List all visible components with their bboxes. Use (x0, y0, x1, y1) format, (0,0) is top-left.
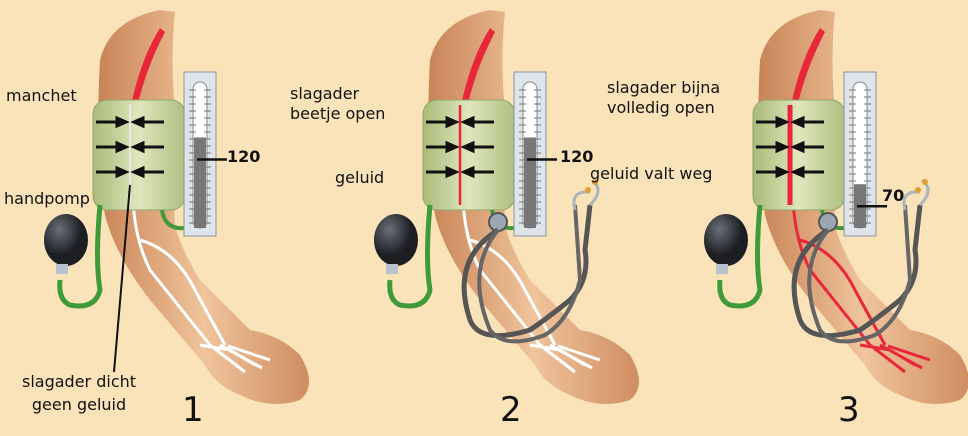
label-line-1: slagader bijna (607, 78, 721, 97)
earpiece-tip (592, 179, 598, 185)
label-artery-panel-2: slagader beetje open (290, 84, 385, 124)
stethoscope-chestpiece (488, 212, 508, 232)
caption-line-1: slagader dicht (22, 372, 137, 391)
blood-pressure-cuff (92, 99, 186, 211)
cuff-tube-to-manometer (160, 209, 186, 231)
artery-upper (790, 28, 825, 112)
stethoscope-tube-2 (807, 204, 913, 344)
pump-tube (57, 204, 103, 309)
hand-pump-bulb (704, 214, 748, 266)
pump-tube (717, 204, 763, 309)
label-line-2: beetje open (290, 104, 386, 123)
caption-leader-line (113, 184, 131, 373)
earpiece-tip (585, 187, 591, 193)
artery-upper (460, 28, 495, 112)
panel-number-3: 3 (838, 390, 860, 430)
earpiece-tip (922, 179, 928, 185)
mercury-column (524, 137, 536, 228)
label-line-2: volledig open (607, 98, 715, 117)
hand-pump-bulb (374, 214, 418, 266)
reading-panel-1: 120 (227, 147, 261, 166)
caption-panel-1: slagader dicht geen geluid (22, 372, 136, 415)
mercury-column (194, 137, 206, 228)
stethoscope-tube-2 (477, 204, 583, 344)
blood-pressure-cuff (752, 99, 846, 211)
label-line-1: slagader (290, 84, 360, 103)
label-sound-panel-3: geluid valt weg (590, 164, 713, 183)
hand-pump-bulb (44, 214, 88, 266)
panel-3-illustration (704, 10, 968, 404)
pump-valve (386, 264, 398, 274)
reading-panel-2: 120 (560, 147, 594, 166)
label-artery-panel-3: slagader bijna volledig open (607, 78, 720, 118)
artery-upper (130, 28, 165, 112)
pump-valve (56, 264, 68, 274)
stethoscope-chestpiece (818, 212, 838, 232)
pressure-arrows (426, 115, 494, 179)
label-cuff: manchet (6, 86, 77, 105)
pressure-arrows (96, 115, 164, 179)
earpiece-tip (915, 187, 921, 193)
manometer-scale (519, 89, 541, 224)
manometer-scale (849, 89, 871, 224)
blood-pressure-cuff (422, 99, 516, 211)
panel-2-illustration (374, 10, 639, 404)
label-hand-pump: handpomp (4, 189, 90, 208)
manometer-scale (189, 89, 211, 224)
label-sound-panel-2: geluid (335, 168, 385, 187)
caption-line-2: geen geluid (31, 395, 127, 414)
pressure-arrows (756, 115, 824, 179)
panel-number-2: 2 (500, 390, 522, 430)
panel-number-1: 1 (182, 390, 204, 430)
pump-tube (387, 204, 433, 309)
pump-valve (716, 264, 728, 274)
reading-panel-3: 70 (882, 186, 905, 205)
panel-1-illustration (44, 10, 309, 404)
